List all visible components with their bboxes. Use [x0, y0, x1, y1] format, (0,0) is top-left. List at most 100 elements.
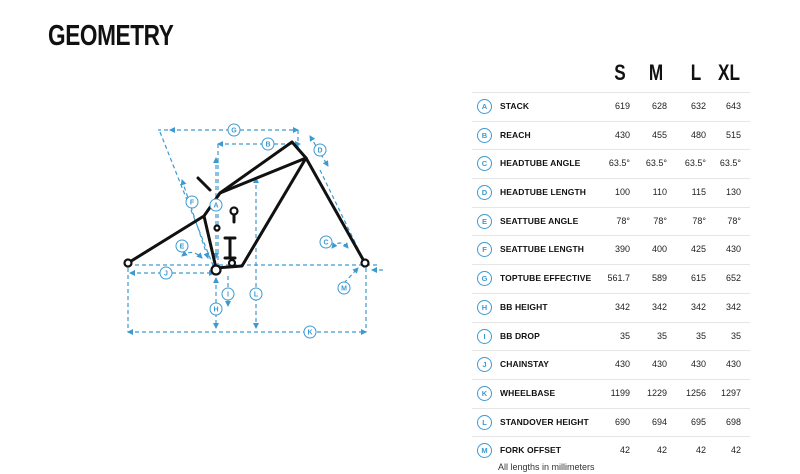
- diagram-badge-k: K: [303, 325, 317, 339]
- diagram-badge-c: C: [319, 235, 333, 249]
- letter-badge: F: [477, 242, 492, 258]
- cell-value: 110: [652, 187, 667, 198]
- cell-value: 35: [619, 330, 630, 341]
- cell-value: 63.5°: [719, 158, 741, 169]
- svg-text:B: B: [265, 142, 270, 149]
- cell-value: 430: [614, 359, 630, 370]
- cell-value: 342: [690, 301, 706, 312]
- cell-value: 430: [725, 244, 741, 255]
- diagram-badge-e: E: [175, 239, 189, 253]
- row-label: STANDOVER HEIGHT: [500, 416, 589, 427]
- cell-value: 1256: [685, 387, 706, 398]
- letter-badge: B: [477, 127, 492, 143]
- row-label: SEATTUBE ANGLE: [500, 215, 579, 226]
- cell-value: 615: [690, 273, 706, 284]
- diagram-badge-h: H: [209, 302, 223, 316]
- svg-text:K: K: [307, 330, 312, 337]
- svg-text:A: A: [213, 203, 218, 210]
- cell-value: 430: [614, 129, 630, 140]
- letter-badge: H: [477, 299, 492, 315]
- cell-value: 425: [690, 244, 706, 255]
- letter-badge: K: [477, 385, 492, 401]
- svg-text:L: L: [254, 292, 259, 299]
- row-label: BB HEIGHT: [500, 301, 548, 312]
- row-label: REACH: [500, 129, 531, 140]
- diagram-badge-m: M: [337, 281, 351, 295]
- cell-value: 1297: [720, 387, 741, 398]
- row-label: HEADTUBE LENGTH: [500, 187, 587, 198]
- cell-value: 100: [614, 187, 630, 198]
- cell-value: 78°: [616, 215, 630, 226]
- letter-badge: L: [477, 414, 492, 430]
- svg-text:M: M: [341, 286, 347, 293]
- diagram-badge-i: I: [221, 287, 235, 301]
- row-label: CHAINSTAY: [500, 359, 550, 370]
- table-row: F SEATTUBE LENGTH 390 400 425 430: [472, 235, 750, 264]
- cell-value: 42: [730, 445, 741, 456]
- cell-value: 430: [651, 359, 667, 370]
- cell-value: 628: [651, 101, 667, 111]
- svg-text:G: G: [231, 128, 237, 135]
- cell-value: 63.5°: [684, 158, 706, 169]
- cell-value: 695: [690, 416, 706, 427]
- cell-value: 430: [725, 359, 741, 370]
- cell-value: 632: [690, 101, 706, 111]
- letter-badge: D: [477, 185, 492, 201]
- svg-text:H: H: [213, 307, 218, 314]
- size-header: S M L XL: [596, 60, 756, 90]
- row-label: WHEELBASE: [500, 387, 556, 398]
- cell-value: 561.7: [607, 273, 630, 284]
- cell-value: 35: [730, 330, 741, 341]
- svg-text:C: C: [323, 240, 328, 247]
- footnote: All lengths in millimeters: [498, 462, 595, 472]
- size-label-l: L: [690, 60, 702, 85]
- cell-value: 130: [725, 187, 741, 198]
- diagram-badge-g: G: [227, 123, 241, 137]
- letter-badge: I: [477, 328, 492, 344]
- cell-value: 63.5°: [608, 158, 630, 169]
- svg-text:E: E: [180, 244, 185, 251]
- cell-value: 589: [651, 273, 667, 284]
- cell-value: 115: [691, 187, 706, 198]
- cell-value: 430: [690, 359, 706, 370]
- row-label: TOPTUBE EFFECTIVE: [500, 273, 592, 284]
- cell-value: 42: [656, 445, 667, 456]
- diagram-badge-j: J: [159, 266, 173, 280]
- table-row: D HEADTUBE LENGTH 100 110 115 130: [472, 178, 750, 207]
- letter-badge: E: [477, 213, 492, 229]
- cell-value: 390: [614, 244, 630, 255]
- cell-value: 619: [614, 101, 630, 111]
- cell-value: 698: [725, 416, 741, 427]
- row-label: SEATTUBE LENGTH: [500, 244, 584, 255]
- geometry-diagram: G B D A F E C J I H L K M: [123, 123, 386, 339]
- svg-text:J: J: [164, 271, 168, 278]
- cell-value: 1229: [646, 387, 667, 398]
- letter-badge: A: [477, 99, 492, 114]
- diagram-badge-d: D: [313, 143, 327, 157]
- cell-value: 455: [651, 129, 667, 140]
- diagram-badge-f: F: [185, 195, 199, 209]
- cell-value: 78°: [727, 215, 741, 226]
- cell-value: 480: [690, 129, 706, 140]
- table-row: J CHAINSTAY 430 430 430 430: [472, 350, 750, 379]
- cell-value: 342: [651, 301, 667, 312]
- cell-value: 35: [656, 330, 667, 341]
- letter-badge: J: [477, 357, 492, 373]
- cell-value: 63.5°: [645, 158, 667, 169]
- row-label: HEADTUBE ANGLE: [500, 158, 581, 169]
- cell-value: 643: [725, 101, 741, 111]
- cell-value: 400: [651, 244, 667, 255]
- diagram-badge-a: A: [209, 198, 223, 212]
- size-label-s: S: [614, 60, 626, 85]
- cell-value: 690: [614, 416, 630, 427]
- row-label: BB DROP: [500, 330, 540, 341]
- table-row: L STANDOVER HEIGHT 690 694 695 698: [472, 407, 750, 437]
- page-title: GEOMETRY: [48, 20, 174, 52]
- cell-value: 78°: [653, 215, 667, 226]
- cell-value: 694: [651, 416, 667, 427]
